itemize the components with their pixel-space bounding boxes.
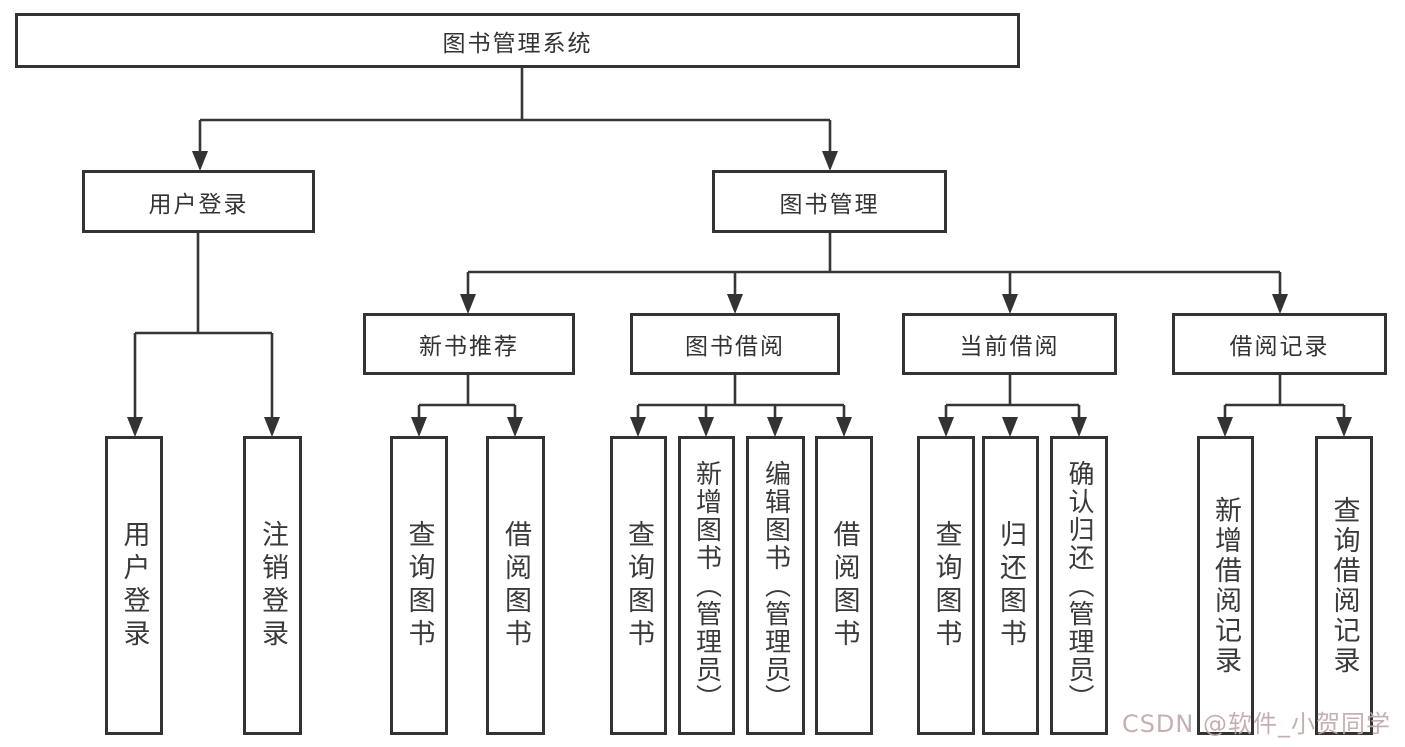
- leaf-borrow-books: 借阅图书: [815, 436, 873, 735]
- leaf-borrow-books-recommend: 借阅图书: [486, 436, 545, 735]
- node-borrow-records: 借阅记录: [1172, 313, 1387, 375]
- node-current-borrowing: 当前借阅: [902, 313, 1117, 375]
- leaf-query-borrow-record: 查询借阅记录: [1315, 436, 1373, 735]
- leaf-query-books-borrowing: 查询图书: [610, 436, 667, 735]
- leaf-edit-books-admin: 编辑图书（管理员）: [746, 436, 805, 735]
- leaf-add-borrow-record: 新增借阅记录: [1197, 436, 1254, 735]
- node-user-login: 用户登录: [82, 170, 315, 233]
- leaf-add-books-admin: 新增图书（管理员）: [678, 436, 735, 735]
- leaf-query-books-recommend: 查询图书: [390, 436, 448, 735]
- leaf-confirm-return-admin: 确认归还（管理员）: [1050, 436, 1108, 735]
- leaf-return-books: 归还图书: [982, 436, 1039, 735]
- node-book-borrowing: 图书借阅: [630, 313, 840, 375]
- node-book-management: 图书管理: [712, 170, 947, 233]
- leaf-query-books-current: 查询图书: [917, 436, 975, 735]
- csdn-watermark: CSDN @软件_小贺同学: [1121, 710, 1391, 738]
- node-new-book-recommend: 新书推荐: [363, 313, 575, 375]
- leaf-logout: 注销登录: [243, 436, 302, 735]
- leaf-user-login: 用户登录: [105, 436, 163, 735]
- node-library-system: 图书管理系统: [15, 13, 1020, 68]
